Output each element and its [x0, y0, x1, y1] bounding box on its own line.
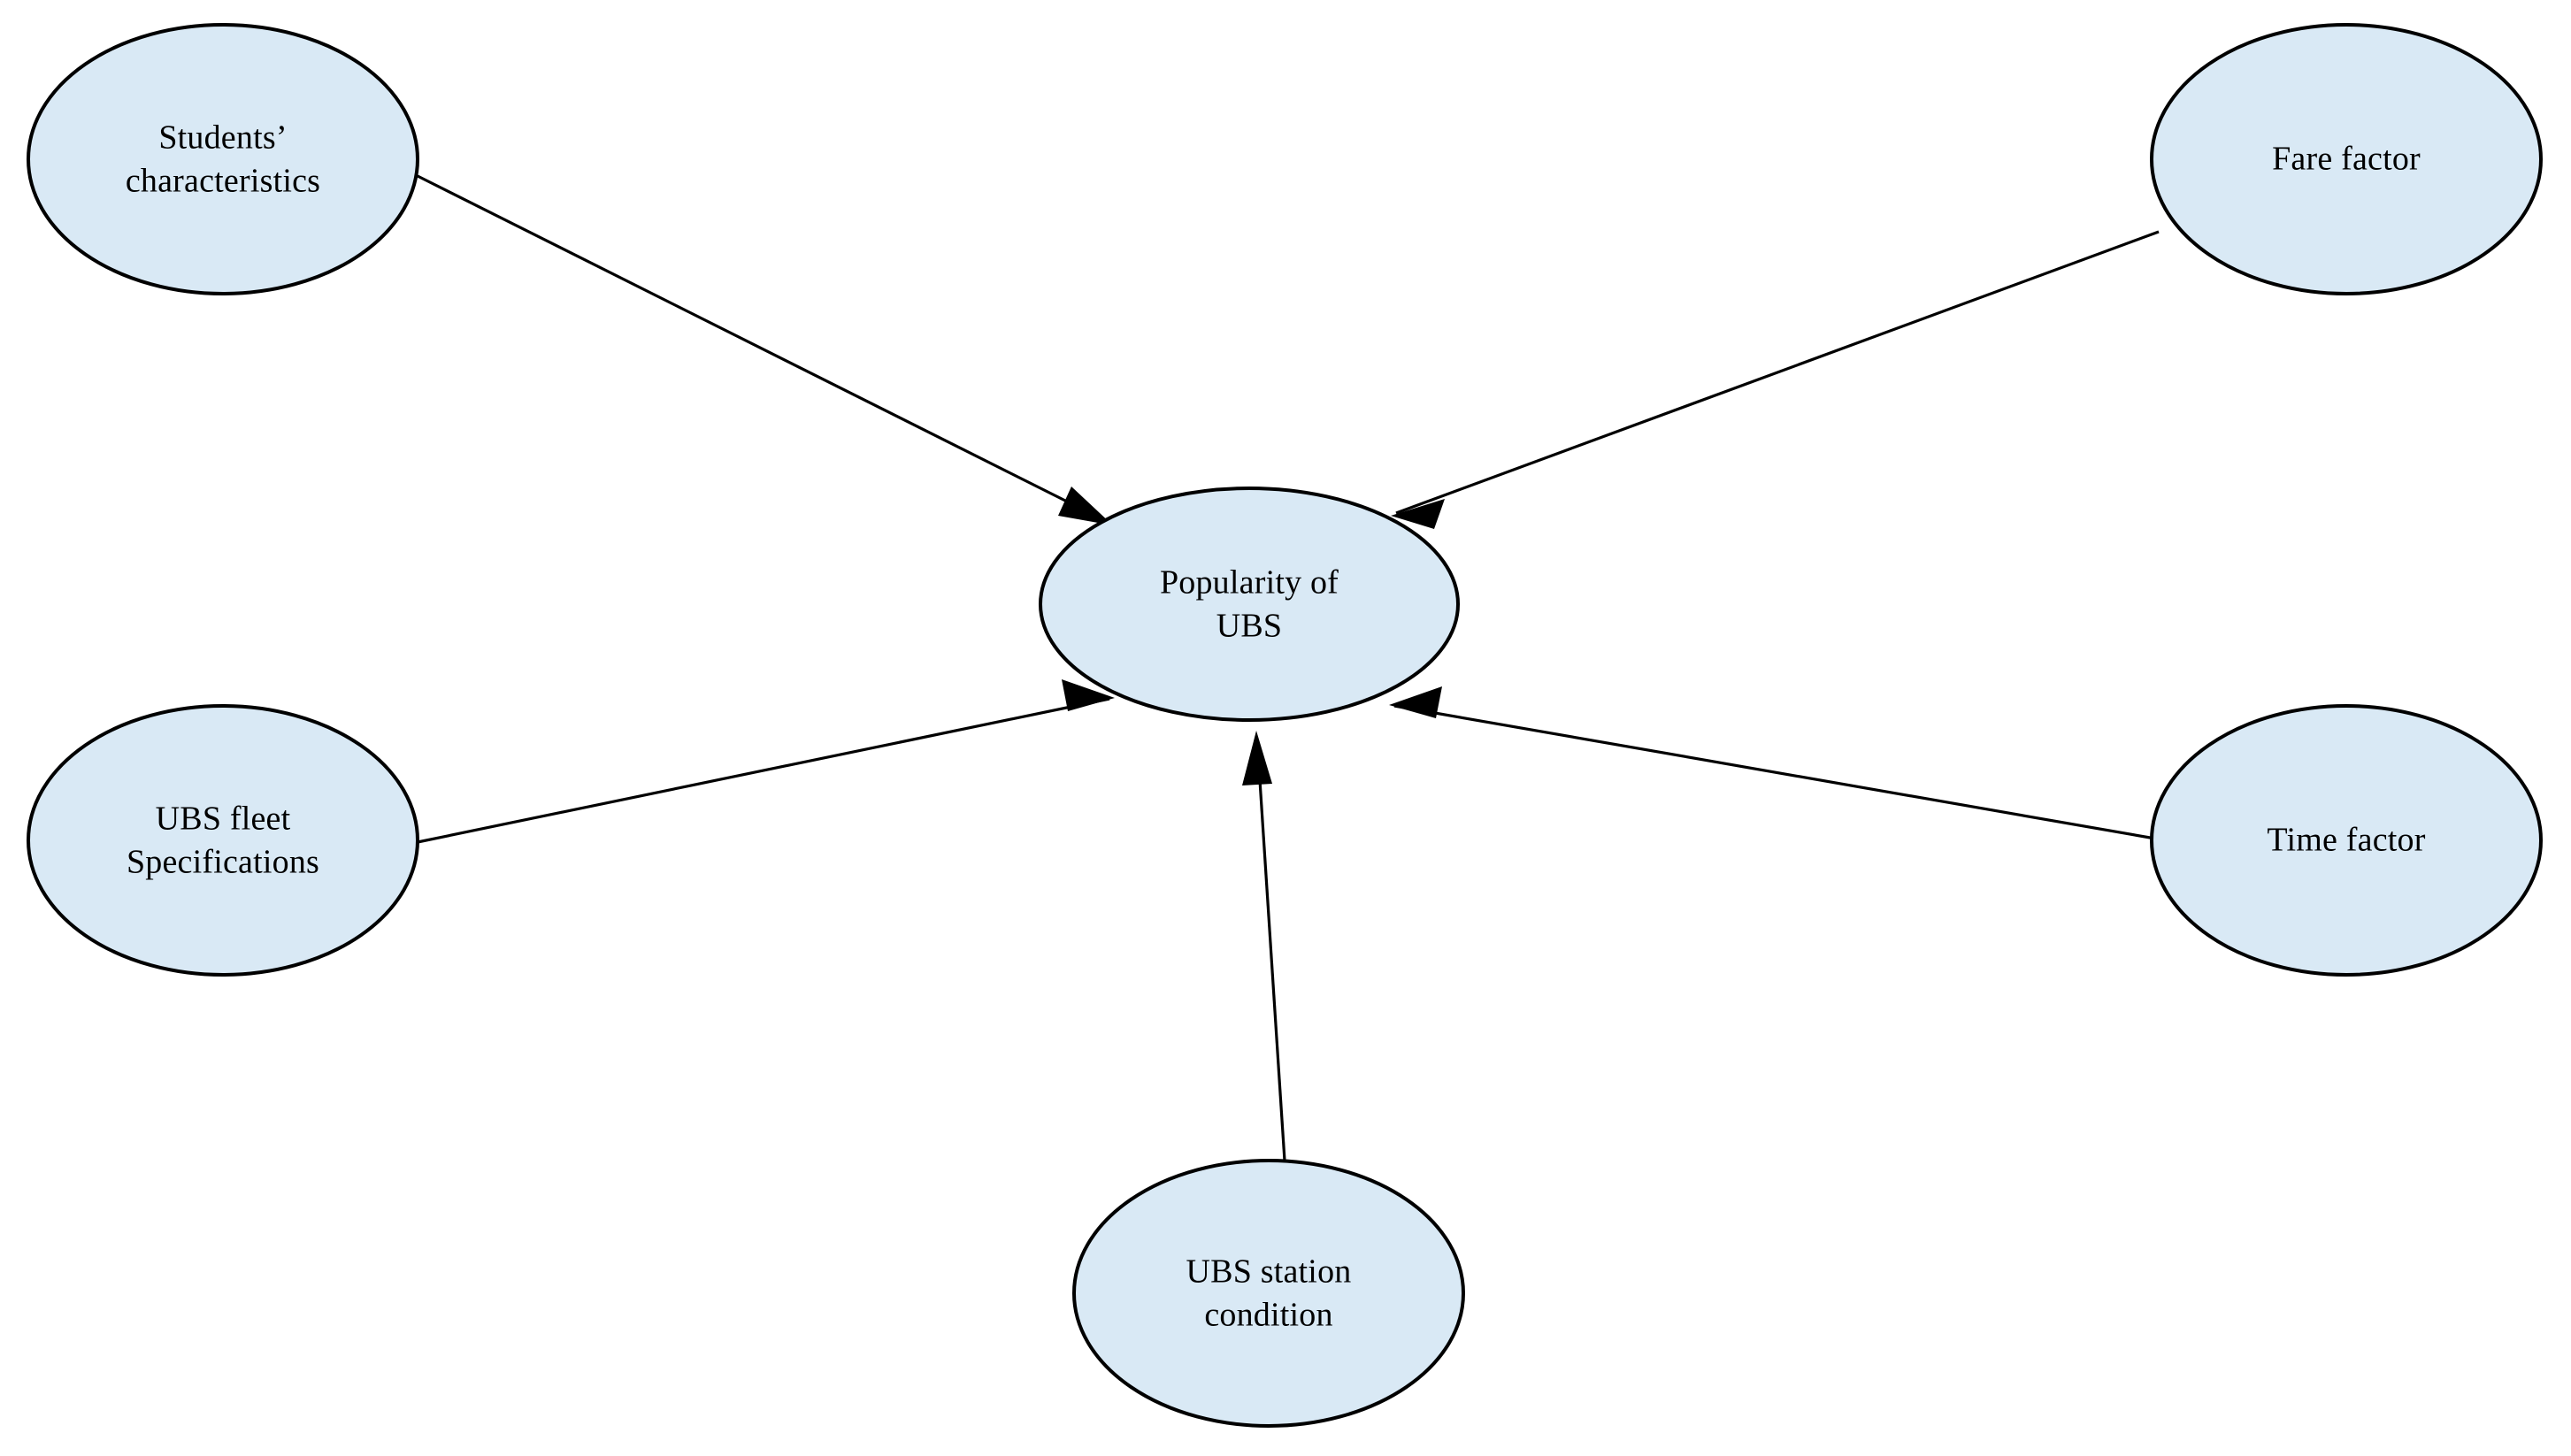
node-time-factor[interactable]: [2150, 704, 2543, 977]
node-layer: [27, 23, 2543, 1428]
edge-time-to-popularity: [1393, 704, 2156, 840]
node-ubs-fleet-specifications[interactable]: [27, 704, 419, 977]
arrowhead-station-to-popularity: [1242, 731, 1272, 785]
node-students-characteristics[interactable]: [27, 23, 419, 295]
edge-station-to-popularity: [1255, 739, 1286, 1161]
node-popularity-of-ubs[interactable]: [1039, 487, 1460, 722]
edge-fare-to-popularity: [1395, 230, 2160, 515]
arrowhead-fleet-to-popularity: [1062, 679, 1115, 711]
edge-fleet-to-popularity: [417, 697, 1110, 844]
node-fare-factor[interactable]: [2150, 23, 2543, 295]
edge-layer: [415, 173, 2160, 1161]
edge-students-to-popularity: [415, 173, 1109, 524]
arrowhead-fare-to-popularity: [1391, 499, 1445, 529]
arrowhead-students-to-popularity: [1058, 487, 1113, 525]
node-ubs-station-condition[interactable]: [1072, 1159, 1465, 1428]
arrowhead-time-to-popularity: [1389, 686, 1442, 718]
